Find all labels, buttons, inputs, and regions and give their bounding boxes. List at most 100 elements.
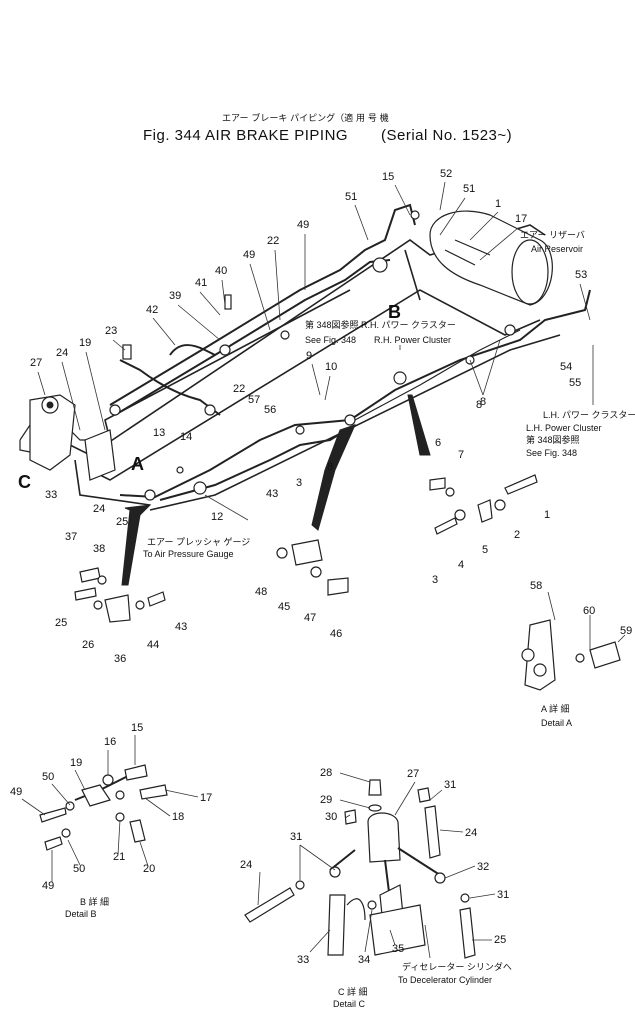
callout-1-detail: 1 [544,509,550,521]
callout-45: 45 [278,601,290,613]
see-fig-348-rh: See Fig. 348 [305,335,356,345]
air-gauge-label: To Air Pressure Gauge [143,549,234,559]
callout-b-50b: 50 [73,863,85,875]
callout-41: 41 [195,277,207,289]
fitting-parts-right [429,474,538,535]
main-callouts: 15 52 51 51 1 17 49 22 49 40 41 39 42 53… [18,168,587,665]
callout-47: 47 [304,612,316,624]
callout-42: 42 [146,304,158,316]
callout-26: 26 [82,639,94,651]
view-arrows [121,394,431,586]
view-letter-c: C [18,472,31,492]
rh-power-cluster: R.H. Power Cluster [374,335,451,345]
main-leaders [37,181,594,521]
callout-23: 23 [105,325,117,337]
callout-24-bottom: 24 [93,503,105,515]
callout-55: 55 [569,377,581,389]
title-main: Fig. 344 AIR BRAKE PIPING [143,127,348,144]
main-fittings [109,210,516,501]
callout-22-top: 22 [267,235,279,247]
callout-b-15: 15 [131,722,143,734]
valve-assembly-c [29,394,116,481]
callout-58: 58 [530,580,542,592]
callout-c-29: 29 [320,794,332,806]
callout-56: 56 [264,404,276,416]
callout-33: 33 [45,489,57,501]
callout-b-21: 21 [113,851,125,863]
callout-1: 1 [495,198,501,210]
callout-8-b: 8 [480,396,486,408]
callout-3-b: 3 [432,574,438,586]
callout-b-17: 17 [200,792,212,804]
detail-a-jp: A 詳 細 [541,703,570,714]
lh-power-cluster: L.H. Power Cluster [526,423,602,433]
callout-51-top: 51 [463,183,475,195]
fitting-parts-gauge [276,539,349,596]
callout-22: 22 [233,383,245,395]
decel-jp: ディセレーター シリンダへ [402,961,512,972]
callout-13: 13 [153,427,165,439]
callout-5: 5 [482,544,488,556]
callout-49-top: 49 [297,219,309,231]
callout-6: 6 [435,437,441,449]
callout-38: 38 [93,543,105,555]
detail-c-jp: C 詳 細 [338,986,368,997]
callout-b-50: 50 [42,771,54,783]
callout-48: 48 [255,586,267,598]
detail-a-label: Detail A [541,718,572,728]
callout-36: 36 [114,653,126,665]
callout-b-20: 20 [143,863,155,875]
detail-a: 58 60 59 A 詳 細 Detail A [521,580,632,728]
callout-b-16: 16 [104,736,116,748]
detail-c: 28 27 31 29 30 24 31 32 24 31 33 34 35 2… [240,767,512,1009]
callout-44: 44 [147,639,159,651]
callout-39: 39 [169,290,181,302]
detail-b-jp: B 詳 細 [80,896,109,907]
fitting-parts-left [74,567,166,623]
callout-c-31c: 31 [497,889,509,901]
air-reservoir-jp: エアー リザーバ [520,230,585,240]
view-letter-b: B [388,302,401,322]
callout-43-b: 43 [175,621,187,633]
callout-2: 2 [514,529,520,541]
callout-57: 57 [248,394,260,406]
callout-c-32: 32 [477,861,489,873]
callout-52: 52 [440,168,452,180]
air-reservoir-label: Air Reservoir [531,244,583,254]
callout-4: 4 [458,559,464,571]
callout-8: 8 [327,461,333,473]
callout-25-b: 25 [55,617,67,629]
callout-10: 10 [325,361,337,373]
callout-27: 27 [30,357,42,369]
callout-12: 12 [211,511,223,523]
callout-c-28: 28 [320,767,332,779]
callout-24: 24 [56,347,68,359]
air-reservoir-tank [429,210,553,306]
air-gauge-jp: エアー プレッシャ ゲージ [147,536,250,547]
callout-3: 3 [296,477,302,489]
callout-49: 49 [243,249,255,261]
callout-51: 51 [345,191,357,203]
callout-c-33: 33 [297,954,309,966]
callout-c-24b: 24 [240,859,252,871]
callout-c-30: 30 [325,811,337,823]
title-japanese: エアー ブレーキ パイピング（適 用 号 機 [222,112,389,124]
callout-14: 14 [180,431,192,443]
callout-19: 19 [79,337,91,349]
callout-25: 25 [116,516,128,528]
callout-59: 59 [620,625,632,637]
callout-c-34: 34 [358,954,370,966]
callout-c-35: 35 [392,943,404,955]
see-fig-348-lh: See Fig. 348 [526,448,577,458]
detail-c-label: Detail C [333,999,366,1009]
callout-15: 15 [382,171,394,183]
callout-7: 7 [458,449,464,461]
rh-cluster-jp: 第 348図参照 R.H. パワー クラスター [305,319,456,330]
callout-b-19: 19 [70,757,82,769]
detail-b: 15 16 19 50 49 17 18 50 21 20 49 B 詳 細 D… [10,722,212,919]
callout-c-24: 24 [465,827,477,839]
detail-b-label: Detail B [65,909,97,919]
view-letter-a: A [131,454,144,474]
callout-40: 40 [215,265,227,277]
